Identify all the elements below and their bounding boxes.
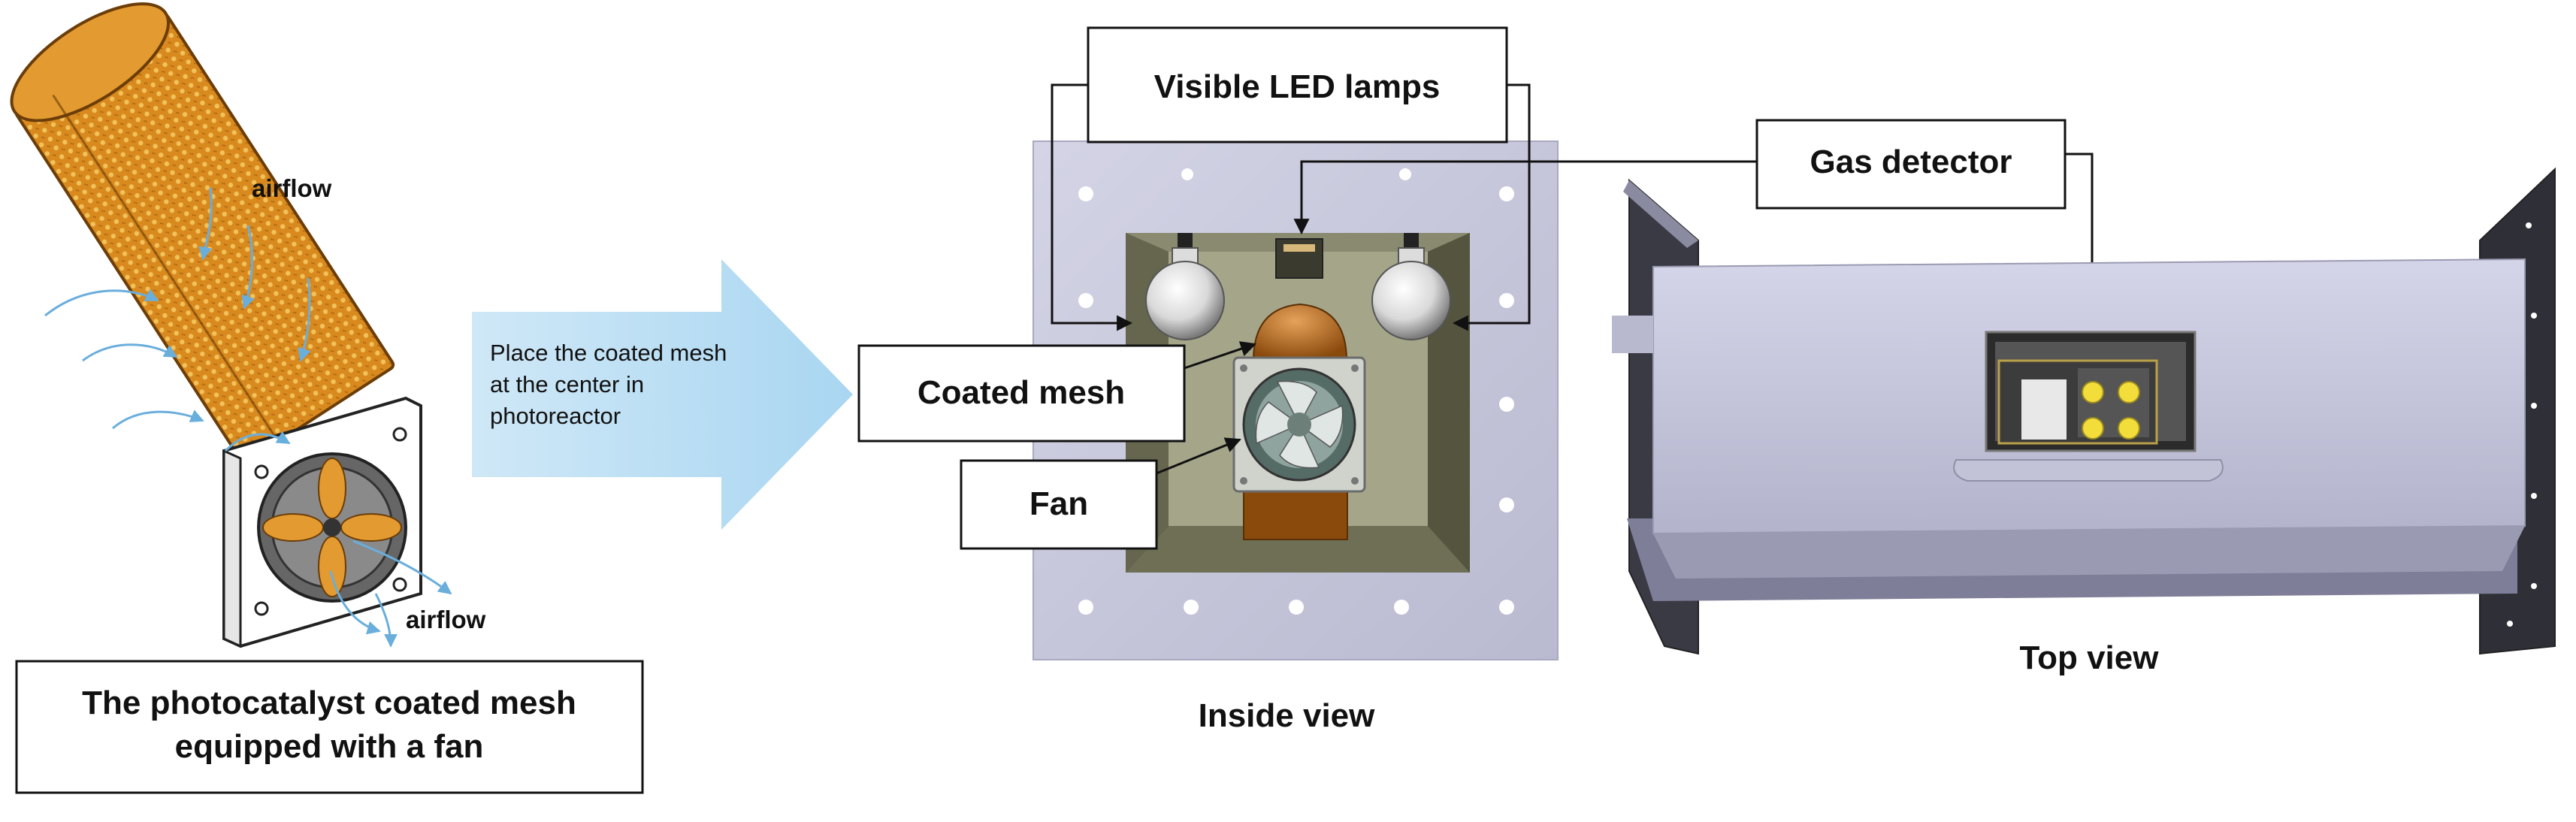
- arrow-text-line1: Place the coated mesh: [490, 340, 727, 366]
- arrow-text-line2: at the center in: [490, 371, 644, 397]
- fan-icon: [257, 452, 407, 603]
- coated-mesh-dome: [1252, 303, 1348, 361]
- airflow-bottom-label: airflow: [406, 606, 486, 633]
- arrow-text-line3: photoreactor: [490, 403, 621, 429]
- mesh-caption-line2: equipped with a fan: [175, 728, 484, 765]
- placement-arrow: Place the coated mesh at the center in p…: [472, 259, 853, 530]
- coated-mesh-callout: Coated mesh: [857, 341, 1256, 443]
- top-view-caption: Top view: [2020, 639, 2160, 676]
- gas-sensor-icon: [1275, 238, 1323, 279]
- gas-sensor-icon: [1997, 359, 2158, 445]
- light-bulb-icon: [1371, 233, 1451, 340]
- mesh-caption-box: The photocatalyst coated mesh equipped w…: [15, 660, 644, 794]
- coated-mesh-cylinder: [10, 2, 395, 464]
- light-bulb-icon: [1145, 233, 1225, 340]
- coated-mesh-label: Coated mesh: [918, 374, 1125, 411]
- gas-detector-label: Gas detector: [1810, 144, 2012, 180]
- top-view-reactor: [1612, 167, 2556, 655]
- airflow-top-label: airflow: [252, 174, 332, 202]
- inside-view-caption: Inside view: [1199, 697, 1376, 734]
- fan-label: Fan: [1029, 485, 1088, 522]
- airflow-arrows: [44, 187, 452, 648]
- led-lamps-label: Visible LED lamps: [1154, 68, 1441, 105]
- fan-icon: [1232, 356, 1366, 493]
- fan-callout: Fan: [960, 437, 1241, 550]
- mesh-caption-line1: The photocatalyst coated mesh: [82, 684, 576, 721]
- led-lamps-callout: Visible LED lamps: [1051, 26, 1531, 331]
